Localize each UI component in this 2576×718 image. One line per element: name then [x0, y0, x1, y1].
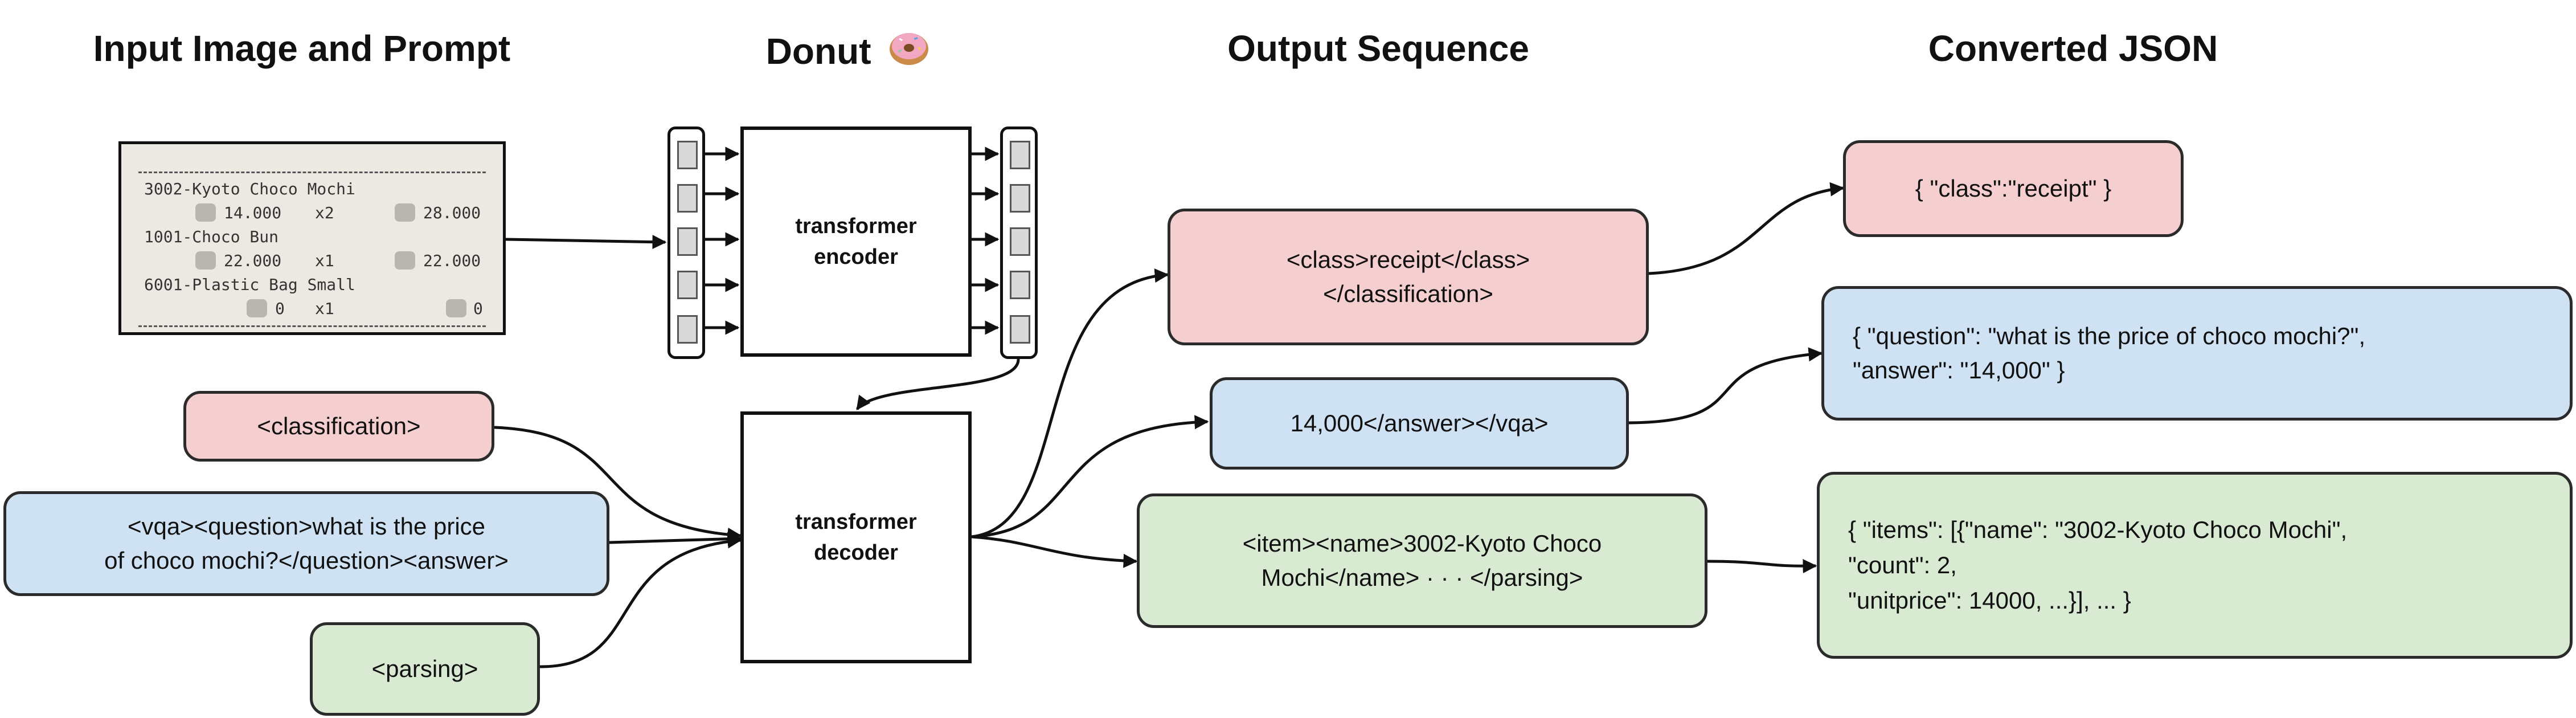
parsing-prompt: <parsing> — [310, 622, 540, 716]
receipt-price: 14.000 — [224, 203, 282, 222]
class-output-to-json-arrow — [1648, 182, 1845, 275]
receipt-qty: x1 — [315, 251, 334, 270]
donut-title: Donut — [765, 31, 871, 72]
receipt-total: 22.000 — [423, 251, 481, 270]
vqa-output: 14,000</answer></vqa> — [1210, 377, 1629, 470]
receipt-price: 22.000 — [224, 251, 282, 270]
json-header: Converted JSON — [1928, 28, 2218, 69]
receipt-line: 1001-Choco Bun — [144, 227, 279, 246]
donut-header: Donut — [740, 27, 957, 72]
classification-prompt: <classification> — [183, 391, 494, 462]
vqa-output-to-json-arrow — [1628, 347, 1823, 425]
input-token-column — [667, 127, 705, 359]
receipt-qty: x1 — [315, 299, 334, 318]
donut-icon — [890, 33, 929, 65]
transformer-encoder-block: transformer encoder — [740, 127, 972, 357]
encoder-to-decoder-arrow — [855, 358, 1020, 411]
receipt-total: 28.000 — [423, 203, 481, 222]
transformer-decoder-block: transformer decoder — [740, 411, 972, 663]
output-header: Output Sequence — [1227, 28, 1529, 69]
receipt-price: 0 — [275, 299, 285, 318]
vqa-to-decoder-arrow — [609, 532, 742, 546]
classification-to-decoder-arrow — [494, 426, 742, 542]
receipt-total: 0 — [473, 299, 483, 318]
decoder-to-class-output-arrow — [971, 268, 1169, 538]
decoder-to-parsing-output-arrow — [971, 535, 1138, 568]
output-token-column — [1000, 127, 1038, 359]
vqa-prompt: <vqa><question>what is the price of choc… — [3, 491, 609, 596]
image-to-encoder-arrow — [505, 235, 667, 250]
parsing-json: { "items": [{"name": "3002-Kyoto Choco M… — [1817, 472, 2573, 659]
receipt-line: 3002-Kyoto Choco Mochi — [144, 180, 355, 198]
receipt-line: 6001-Plastic Bag Small — [144, 275, 355, 294]
input-header: Input Image and Prompt — [93, 28, 511, 69]
parsing-output-to-json-arrow — [1707, 559, 1817, 574]
classification-json: { "class":"receipt" } — [1843, 140, 2184, 237]
parsing-to-decoder-arrow — [539, 534, 742, 668]
decoder-to-vqa-output-arrow — [971, 415, 1209, 538]
receipt-image: 3002-Kyoto Choco Mochi 14.000 x2 28.000 … — [118, 141, 506, 335]
classification-output: <class>receipt</class> </classification> — [1168, 209, 1649, 345]
receipt-qty: x2 — [315, 203, 334, 222]
vqa-json: { "question": "what is the price of choc… — [1821, 286, 2573, 421]
parsing-output: <item><name>3002-Kyoto Choco Mochi</name… — [1137, 493, 1707, 628]
